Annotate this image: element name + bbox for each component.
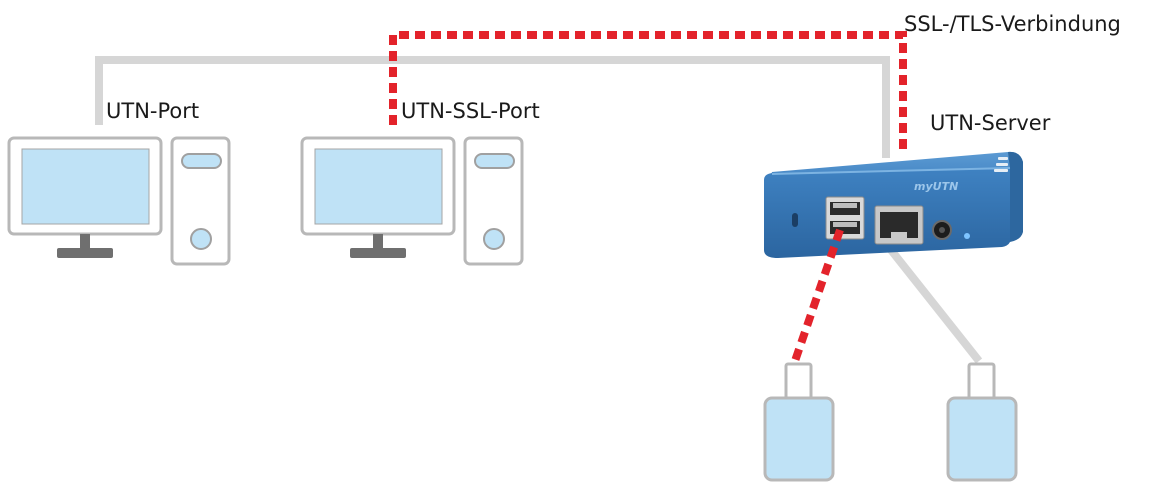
usb-stick-right: [946, 362, 1018, 482]
ssl-tls-connection-line: [389, 31, 907, 152]
encrypted-connections: [389, 31, 907, 363]
device-brand-text: myUTN: [914, 180, 958, 193]
utn-port-label: UTN-Port: [106, 99, 200, 123]
utn-server-device-icon: myUTN: [764, 151, 1023, 258]
ssl-tls-connection-label: SSL-/TLS-Verbindung: [904, 12, 1121, 36]
usb-stick-icon: [763, 362, 835, 482]
plain-line-utn-port: [95, 56, 890, 158]
desktop-computer-icon: [300, 136, 524, 266]
desktop-computer-icon: [7, 136, 231, 266]
usb-stick-left: [763, 362, 835, 482]
utn-server-label: UTN-Server: [930, 111, 1051, 135]
utn-ssl-port-label: UTN-SSL-Port: [401, 99, 540, 123]
computer-utn-port: [7, 136, 231, 266]
computer-utn-ssl-port: [300, 136, 524, 266]
encrypted-line-usb-left: [791, 228, 844, 363]
usb-stick-icon: [946, 362, 1018, 482]
